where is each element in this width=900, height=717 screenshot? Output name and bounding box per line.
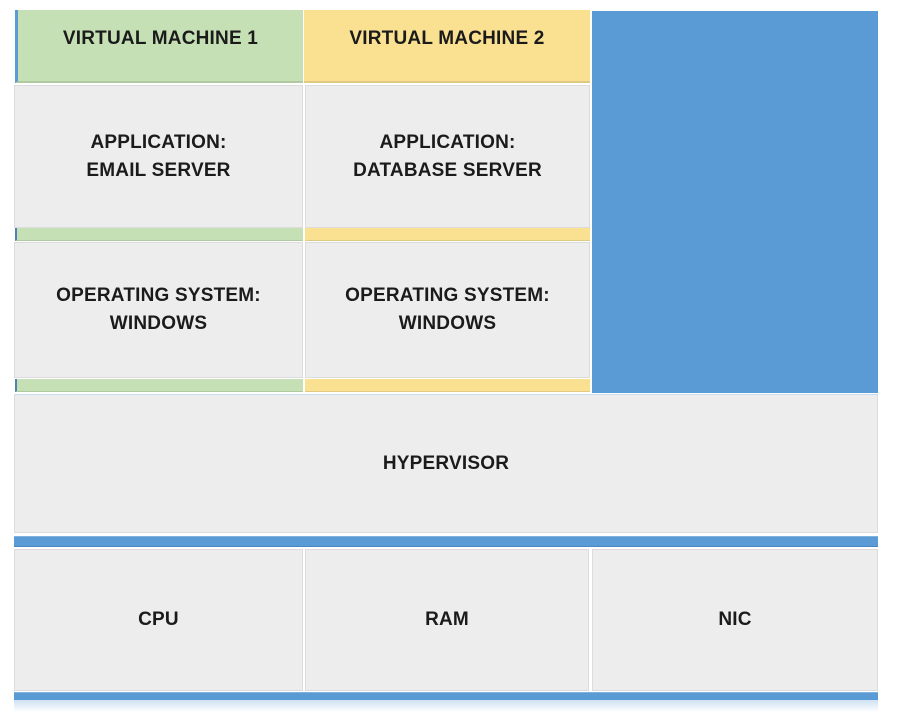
vm2-application-box: APPLICATION: DATABASE SERVER [305, 85, 590, 228]
nic-label: NIC [718, 609, 752, 630]
ram-label: RAM [425, 609, 469, 630]
nic-box: NIC [592, 549, 878, 691]
host-bottom-strip [14, 692, 878, 700]
vm1-accent-strip-upper [15, 228, 303, 241]
cpu-box: CPU [14, 549, 303, 691]
bottom-glow [14, 700, 878, 712]
vm2-os-label: OPERATING SYSTEM: WINDOWS [345, 285, 550, 334]
vm2-header: VIRTUAL MACHINE 2 [304, 10, 590, 83]
hypervisor-label: HYPERVISOR [382, 452, 510, 474]
ram-box: RAM [305, 549, 589, 691]
vm1-os-label: OPERATING SYSTEM: WINDOWS [56, 285, 261, 334]
host-background-panel [592, 11, 878, 393]
vm2-accent-strip-lower [305, 379, 590, 392]
vm1-header: VIRTUAL MACHINE 1 [15, 10, 303, 83]
vm1-os-box: OPERATING SYSTEM: WINDOWS [14, 242, 303, 378]
host-divider-strip [14, 536, 878, 547]
vm2-title: VIRTUAL MACHINE 2 [349, 27, 545, 49]
vm1-application-label: APPLICATION: EMAIL SERVER [86, 131, 231, 181]
vm1-title: VIRTUAL MACHINE 1 [62, 27, 259, 49]
vm2-os-box: OPERATING SYSTEM: WINDOWS [305, 242, 590, 378]
vm2-application-label: APPLICATION: DATABASE SERVER [353, 131, 542, 181]
vm1-accent-strip-lower [15, 379, 303, 392]
vm1-application-box: APPLICATION: EMAIL SERVER [14, 85, 303, 228]
vm2-accent-strip-upper [305, 228, 590, 241]
cpu-label: CPU [138, 609, 179, 630]
hypervisor-box: HYPERVISOR [14, 394, 878, 533]
